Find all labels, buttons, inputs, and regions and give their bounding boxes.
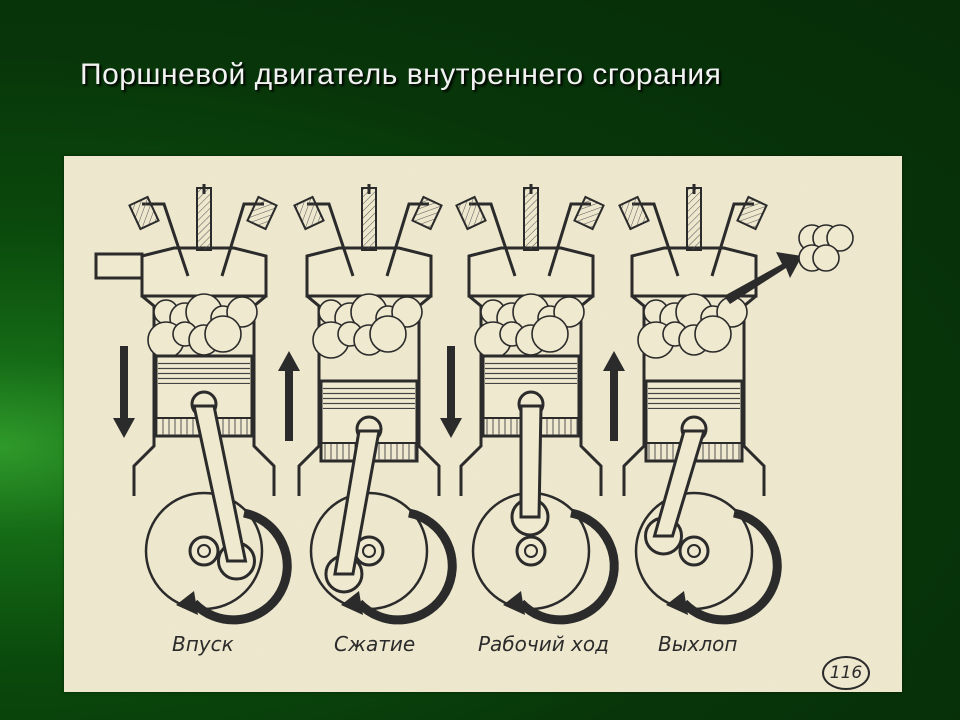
piston-rings [323,387,415,409]
connecting-rod [519,404,543,519]
piston-rings [648,387,740,409]
cylinder-3 [440,184,619,625]
exhaust-smoke [812,244,840,272]
rotation-arrow-head [666,591,688,615]
intake-port [94,252,144,280]
stroke-label-compression: Сжатие [334,632,416,656]
crankshaft-center [362,544,376,558]
intake-valve-spring [618,195,650,231]
spark-plug [361,187,377,251]
stroke-arrow-up-icon [603,351,625,371]
connecting-rod [192,404,248,563]
cylinder-2 [278,184,457,625]
crankshaft [678,535,710,567]
exhaust-valve-spring [411,195,443,231]
gas-mixture [637,293,748,359]
exhaust-valve-spring [573,195,605,231]
crankshaft-center [524,544,538,558]
cylinder-4 [603,184,854,625]
rotation-arrow [517,508,619,625]
exhaust-smoke [826,224,854,252]
engine-strokes-figure: Впуск Сжатие Рабочий ход Выхлоп 116 [64,156,902,692]
spark-plug [523,187,539,251]
piston-rings [158,362,250,384]
cylinder-1 [94,184,292,625]
stroke-arrow-down-icon [440,418,462,438]
stroke-label-power: Рабочий ход [478,632,609,656]
spark-plug [686,187,702,251]
spark-plug [196,187,212,251]
exhaust-valve-spring [736,195,768,231]
rotation-arrow-head [176,591,198,615]
cylinder-head [467,246,595,298]
intake-valve-spring [128,195,160,231]
slide-title: Поршневой двигатель внутреннего сгорания [80,58,722,91]
cylinder-head [140,246,268,298]
intake-valve-spring [293,195,325,231]
connecting-rod [333,429,381,576]
stroke-label-intake: Впуск [172,632,234,656]
cylinders-group [94,184,854,625]
cylinder-head [630,246,758,298]
rotation-arrow [355,508,457,625]
rotation-arrow [190,508,292,625]
crankshaft [188,535,220,567]
rotation-arrow [680,508,782,625]
exhaust-valve-spring [246,195,278,231]
engine-diagram-svg [64,156,902,692]
stroke-arrow-down-icon [113,418,135,438]
piston-rings [485,362,577,384]
connecting-rod [652,429,707,538]
cylinder-head [305,246,433,298]
page-number-badge: 116 [822,656,870,690]
intake-valve-spring [455,195,487,231]
gas-mixture [474,293,585,359]
rotation-arrow-head [341,591,363,615]
rotation-arrow-head [503,591,525,615]
gas-mixture [147,293,258,359]
crankshaft-center [687,544,701,558]
exhaust-arrow-icon [724,252,802,304]
stroke-label-exhaust: Выхлоп [658,632,738,656]
crankshaft-center [197,544,211,558]
gas-mixture [312,293,423,359]
stroke-arrow-up-icon [278,351,300,371]
crankshaft [515,535,547,567]
